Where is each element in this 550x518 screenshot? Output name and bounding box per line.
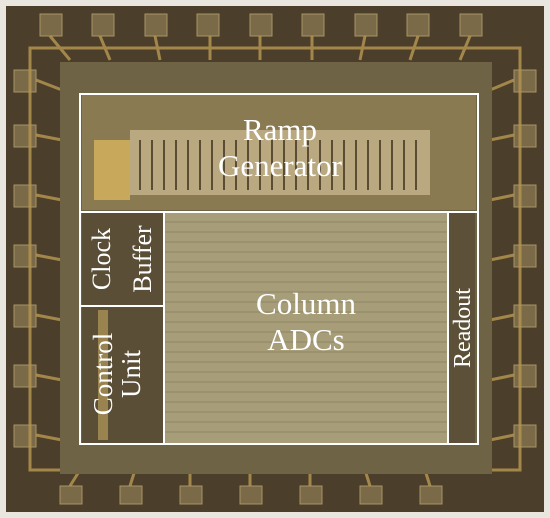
buffer-label: Buffer [128, 225, 157, 293]
adc-stripes [165, 221, 447, 433]
readout-box [447, 211, 479, 445]
metal-traces [28, 35, 522, 487]
ramp-texture [139, 140, 417, 190]
unit-label: Unit [116, 350, 146, 399]
clock-label: Clock [87, 227, 116, 291]
column-adcs-label: Column ADCs [206, 286, 406, 357]
adc-array [165, 212, 447, 444]
adc-label-line1: Column [256, 286, 356, 321]
ramp-generator-label: Ramp Generator [180, 112, 380, 183]
readout-label: Readout [450, 288, 476, 368]
adc-label-line2: ADCs [267, 321, 345, 357]
ramp-label-line1: Ramp [242, 112, 318, 147]
ramp-label-line2: Generator [218, 147, 342, 183]
